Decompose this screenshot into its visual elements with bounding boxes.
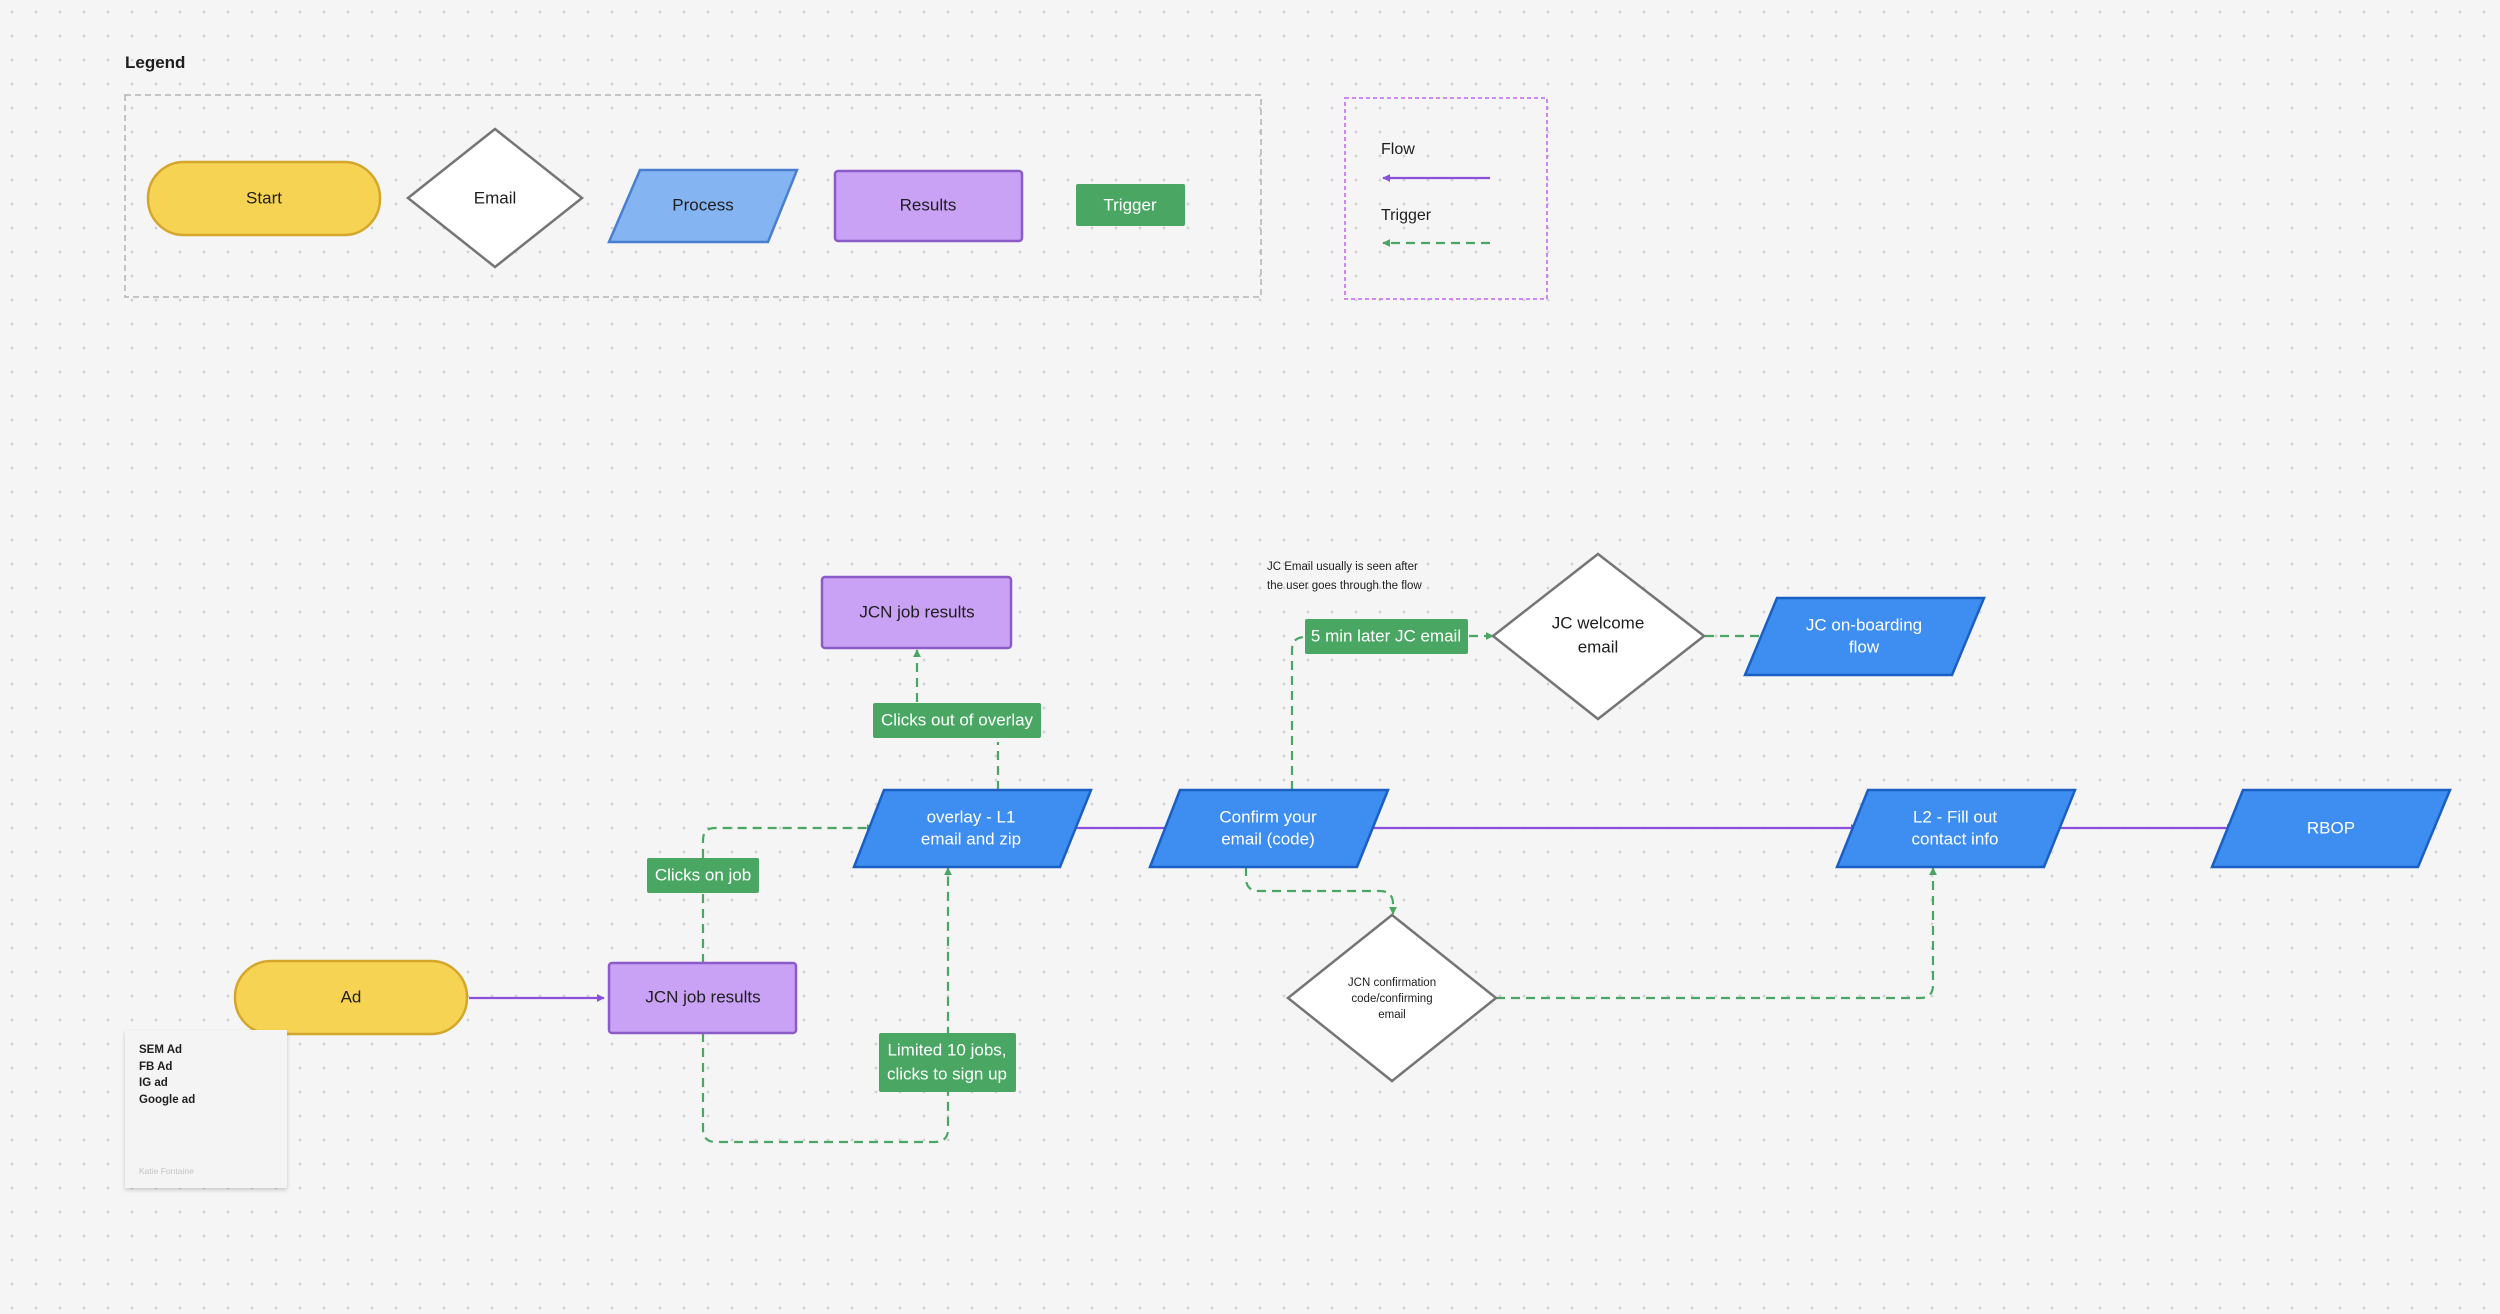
legend-start-shape[interactable]: Start bbox=[146, 160, 382, 237]
jcn-job-results-top-node[interactable]: JCN job results bbox=[820, 575, 1013, 650]
annotation-line-2: the user goes through the flow bbox=[1267, 580, 1422, 592]
sticky-note[interactable]: SEM Ad FB Ad IG ad Google ad Katie Fonta… bbox=[125, 1030, 287, 1188]
jc-welcome-email-label-2: email bbox=[1578, 637, 1619, 656]
l2-contact-info-node[interactable]: L2 - Fill out contact info bbox=[1835, 788, 2077, 869]
confirm-email-label-1: Confirm your bbox=[1219, 807, 1317, 826]
trigger-5min-connector bbox=[1290, 635, 1306, 790]
overlay-l1-label-1: overlay - L1 bbox=[927, 807, 1016, 826]
confirm-email-label-2: email (code) bbox=[1221, 829, 1315, 848]
sticky-note-item: Google ad bbox=[139, 1093, 196, 1106]
trigger-limited-jobs-connector bbox=[701, 867, 952, 1144]
trigger-limited-jobs[interactable]: Limited 10 jobs, clicks to sign up bbox=[879, 1033, 1016, 1092]
legend-results-label: Results bbox=[900, 195, 957, 214]
ad-node-label: Ad bbox=[341, 987, 362, 1006]
confirm-email-node[interactable]: Confirm your email (code) bbox=[1148, 788, 1390, 869]
sticky-note-author: Katie Fontaine bbox=[139, 1166, 194, 1176]
legend-results-shape[interactable]: Results bbox=[833, 169, 1024, 243]
trigger-jcn-email-to-l2 bbox=[1496, 867, 1937, 1000]
trigger-limited-jobs-label-1: Limited 10 jobs, bbox=[887, 1040, 1006, 1059]
trigger-clicks-on-job-connector bbox=[701, 824, 875, 963]
trigger-confirm-to-jcn-email bbox=[1244, 867, 1397, 915]
legend-trigger-shape[interactable]: Trigger bbox=[1076, 184, 1185, 226]
jcn-confirmation-label-3: email bbox=[1378, 1009, 1405, 1021]
rbop-node[interactable]: RBOP bbox=[2210, 788, 2452, 869]
jcn-confirmation-label-1: JCN confirmation bbox=[1348, 977, 1436, 989]
legend-flow-label: Flow bbox=[1381, 141, 1415, 158]
legend-start-label: Start bbox=[246, 188, 282, 207]
jc-welcome-email-node[interactable]: JC welcome email bbox=[1490, 552, 1707, 721]
jc-onboarding-label-2: flow bbox=[1849, 637, 1880, 656]
jcn-job-results-node[interactable]: JCN job results bbox=[607, 961, 798, 1035]
legend-email-shape[interactable]: Email bbox=[405, 127, 585, 269]
l2-contact-info-label-2: contact info bbox=[1912, 829, 1999, 848]
jc-onboarding-label-1: JC on-boarding bbox=[1806, 615, 1922, 634]
jcn-confirmation-label-2: code/confirming bbox=[1351, 993, 1432, 1005]
legend-trigger-line-label: Trigger bbox=[1381, 207, 1432, 224]
sticky-note-item: SEM Ad bbox=[139, 1044, 183, 1056]
legend-process-label: Process bbox=[672, 195, 733, 214]
overlay-l1-node[interactable]: overlay - L1 email and zip bbox=[852, 788, 1093, 869]
rbop-label: RBOP bbox=[2307, 818, 2355, 837]
annotation-line-1: JC Email usually is seen after bbox=[1267, 561, 1418, 573]
trigger-clicks-out-of-overlay[interactable]: Clicks out of overlay bbox=[873, 703, 1041, 738]
legend-process-shape[interactable]: Process bbox=[607, 168, 799, 244]
jcn-job-results-label: JCN job results bbox=[645, 987, 760, 1006]
jc-welcome-email-label-1: JC welcome bbox=[1552, 613, 1645, 632]
legend-email-label: Email bbox=[474, 188, 517, 207]
sticky-note-item: FB Ad bbox=[139, 1060, 173, 1073]
legend-trigger-label: Trigger bbox=[1103, 195, 1157, 214]
trigger-clicks-on-job[interactable]: Clicks on job bbox=[647, 858, 759, 893]
line-legend-box bbox=[1344, 97, 1548, 300]
jcn-confirmation-email-node[interactable]: JCN confirmation code/confirming email bbox=[1285, 913, 1499, 1083]
sticky-note-item: IG ad bbox=[139, 1077, 168, 1089]
trigger-5-min-later-email[interactable]: 5 min later JC email bbox=[1305, 619, 1468, 654]
trigger-clicks-on-job-label: Clicks on job bbox=[655, 865, 751, 884]
ad-node[interactable]: Ad bbox=[233, 959, 469, 1036]
overlay-l1-label-2: email and zip bbox=[921, 829, 1021, 848]
jc-onboarding-node[interactable]: JC on-boarding flow bbox=[1743, 596, 1986, 677]
legend-box bbox=[124, 94, 1262, 298]
trigger-limited-jobs-label-2: clicks to sign up bbox=[887, 1064, 1007, 1083]
jcn-job-results-top-label: JCN job results bbox=[859, 602, 974, 621]
l2-contact-info-label-1: L2 - Fill out bbox=[1913, 807, 1997, 826]
trigger-clicks-out-connector bbox=[917, 650, 1000, 790]
trigger-clicks-out-label: Clicks out of overlay bbox=[881, 710, 1034, 729]
legend-title: Legend bbox=[125, 53, 186, 72]
trigger-5-min-label: 5 min later JC email bbox=[1311, 626, 1461, 645]
